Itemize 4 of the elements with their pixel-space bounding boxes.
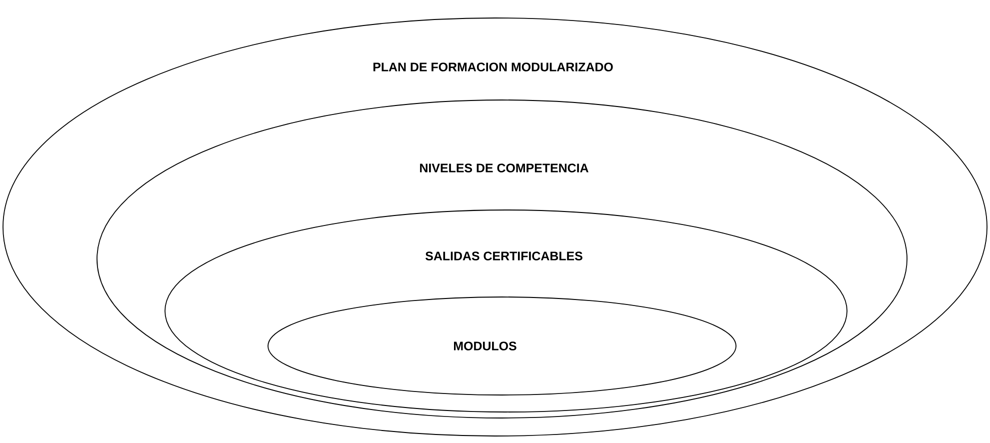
ellipse-label: SALIDAS CERTIFICABLES — [426, 252, 582, 260]
ellipse-label: NIVELES DE COMPETENCIA — [420, 164, 588, 172]
ellipse-label: MODULOS — [454, 342, 516, 350]
ellipse-label: PLAN DE FORMACION MODULARIZADO — [373, 62, 613, 72]
